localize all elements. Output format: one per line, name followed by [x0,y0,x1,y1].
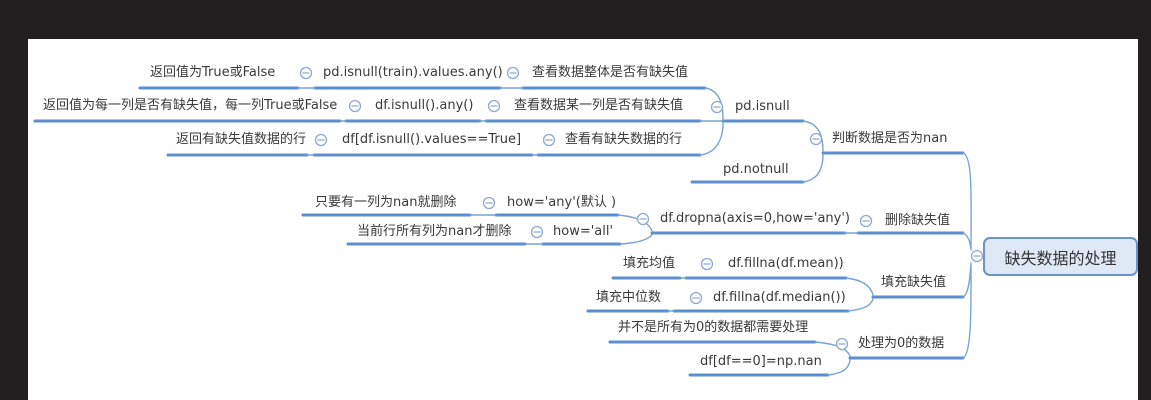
collapse-icon[interactable] [710,100,724,114]
node-zero-note[interactable]: 并不是所有为0的数据都需要处理 [618,320,809,336]
collapse-icon[interactable] [859,214,873,228]
node-check-whole-missing[interactable]: 查看数据整体是否有缺失值 [532,65,689,81]
node-code-isnull-any[interactable]: df.isnull().any() [375,98,474,114]
node-check-column-missing[interactable]: 查看数据某一列是否有缺失值 [514,98,684,114]
branch-joints [297,87,859,312]
node-how-all[interactable]: how='all' [553,224,614,240]
node-code-isnull-values-true[interactable]: df[df.isnull().values==True] [342,132,522,148]
collapse-icon[interactable] [809,132,823,146]
node-handle-zero[interactable]: 处理为0的数据 [858,336,945,352]
node-code-isnull-train-any[interactable]: pd.isnull(train).values.any() [323,65,503,81]
collapse-icon[interactable] [700,257,714,271]
branch-underlines [33,86,965,377]
node-code-zero-to-nan[interactable]: df[df==0]=np.nan [700,354,822,370]
node-how-all-desc[interactable]: 当前行所有列为nan才删除 [357,224,512,240]
node-fill-missing[interactable]: 填充缺失值 [881,275,947,291]
node-return-true-false[interactable]: 返回值为True或False [150,65,276,81]
branch-lines-layer [33,66,1138,377]
collapse-icon[interactable] [299,66,313,80]
node-how-any[interactable]: how='any'(默认 ) [507,195,617,211]
node-fill-mean-desc[interactable]: 填充均值 [623,256,676,272]
node-judge-nan[interactable]: 判断数据是否为nan [832,131,948,147]
collapse-icon[interactable] [970,249,984,263]
mindmap-canvas[interactable]: 返回值为True或False pd.isnull(train).values.a… [28,39,1138,400]
collapse-icon[interactable] [689,291,703,305]
collapse-icon[interactable] [348,99,362,113]
node-check-missing-rows[interactable]: 查看有缺失数据的行 [565,132,683,148]
node-delete-missing[interactable]: 删除缺失值 [885,213,951,229]
node-fill-median-desc[interactable]: 填充中位数 [596,290,662,306]
node-return-missing-rows[interactable]: 返回有缺失值数据的行 [176,132,307,148]
node-code-fillna-median[interactable]: df.fillna(df.median()) [713,290,846,306]
collapse-icon[interactable] [506,66,520,80]
collapse-icon[interactable] [542,133,556,147]
node-how-any-desc[interactable]: 只要有一列为nan就删除 [315,195,457,211]
collapse-icon[interactable] [835,337,849,351]
node-return-per-column[interactable]: 返回值为每一列是否有缺失值，每一列True或False [43,98,338,114]
node-pd-notnull[interactable]: pd.notnull [723,162,789,178]
node-code-dropna[interactable]: df.dropna(axis=0,how='any') [660,211,850,227]
collapse-icon[interactable] [636,212,650,226]
node-pd-isnull[interactable]: pd.isnull [735,99,790,115]
collapse-icon[interactable] [314,133,328,147]
collapse-icon[interactable] [482,196,496,210]
collapse-icon[interactable] [530,225,544,239]
collapse-icon[interactable] [487,99,501,113]
root-node-missing-data-handling[interactable]: 缺失数据的处理 [983,237,1138,276]
node-code-fillna-mean[interactable]: df.fillna(df.mean)) [728,256,844,272]
